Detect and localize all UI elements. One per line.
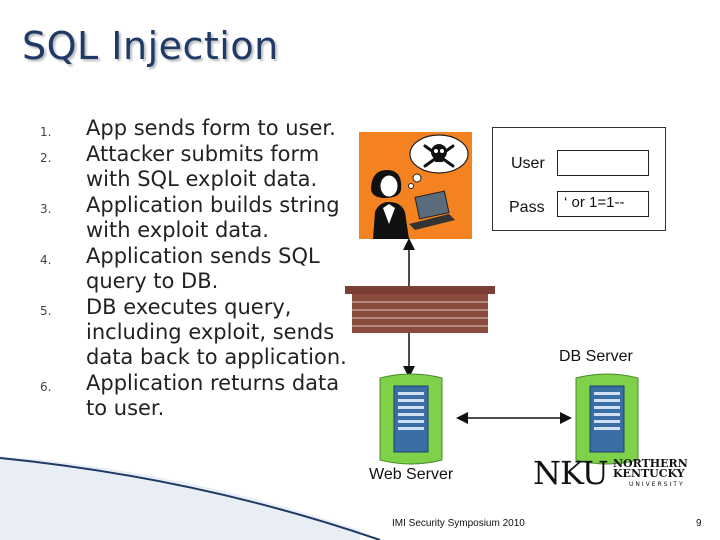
steps-list: 1.App sends form to user. 2.Attacker sub…	[40, 116, 355, 422]
laptop-icon	[409, 190, 455, 230]
web-server-label: Web Server	[369, 466, 454, 483]
login-form: User Pass ‘ or 1=1--	[492, 127, 666, 231]
step-item: 4.Application sends SQL query to DB.	[40, 244, 320, 293]
step-text: App sends form to user.	[86, 116, 336, 140]
step-item: 6.Application returns data to user.	[40, 371, 340, 420]
nku-logo: NKU NORTHERN KENTUCKY UNIVERSITY	[533, 454, 688, 492]
user-field	[557, 150, 649, 176]
step-item: 3.Application builds string with exploit…	[40, 193, 340, 242]
firewall-icon	[345, 286, 495, 333]
step-text: Application returns data to user.	[86, 371, 340, 420]
pass-label: Pass	[509, 199, 545, 216]
db-server-icon	[566, 372, 648, 466]
step-text: DB executes query, including exploit, se…	[86, 295, 347, 369]
step-text: Attacker submits form with SQL exploit d…	[86, 142, 320, 191]
attacker-icon	[359, 132, 472, 239]
step-item: 5.DB executes query, including exploit, …	[40, 295, 347, 369]
slide-title: SQL Injection	[22, 24, 279, 68]
pass-field: ‘ or 1=1--	[557, 191, 649, 217]
swoosh-line	[0, 457, 381, 540]
swoosh-decoration	[0, 456, 360, 540]
web-server-icon	[370, 372, 452, 466]
db-server-label: DB Server	[559, 348, 633, 365]
footer-event: IMI Security Symposium 2010	[392, 518, 525, 529]
step-item: 2.Attacker submits form with SQL exploit…	[40, 142, 320, 191]
step-text: Application builds string with exploit d…	[86, 193, 340, 242]
skull-crossbones-icon	[423, 144, 455, 168]
step-item: 1.App sends form to user.	[40, 116, 336, 140]
step-text: Application sends SQL query to DB.	[86, 244, 320, 293]
user-label: User	[511, 155, 545, 172]
page-number: 9	[696, 518, 702, 529]
